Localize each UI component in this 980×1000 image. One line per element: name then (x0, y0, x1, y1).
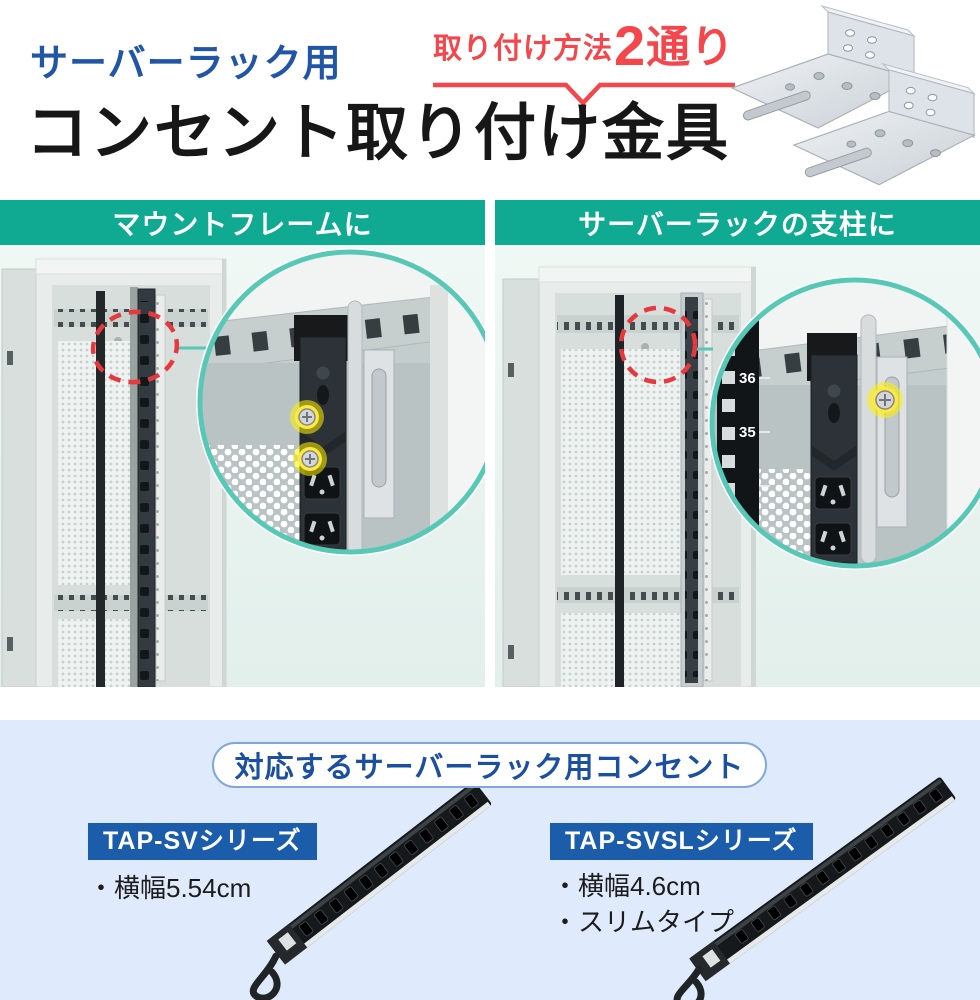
product-badge-tap-svsl: TAP-SVSLシリーズ (550, 823, 813, 860)
power-cable (673, 965, 705, 1000)
power-strip-tap-sv (266, 781, 492, 965)
page-title: コンセント取り付け金具 (26, 99, 731, 168)
compat-header-text: 対応するサーバーラック用コンセント (234, 752, 745, 784)
server-rack (1, 258, 227, 687)
compat-header-pill: 対応するサーバーラック用コンセント (212, 742, 767, 788)
panel-title-mount-frame: マウントフレームに (0, 200, 485, 245)
unit-label-35: 35 (739, 424, 756, 441)
power-strips-photo (250, 777, 956, 1000)
panel-mount-frame: マウントフレームに (0, 200, 485, 687)
product-feature: ・横幅4.6cm (552, 871, 701, 901)
highlight-dashed-circle (90, 309, 180, 385)
badge-underline-pointer-icon (433, 82, 735, 107)
bracket-closeup (363, 349, 395, 519)
mount-frame-photo (0, 245, 485, 687)
screw-highlight (867, 382, 903, 418)
server-rack (502, 266, 756, 687)
product-feature: ・横幅5.54cm (88, 873, 252, 903)
product-feature: ・スリムタイプ (552, 907, 735, 937)
series-label: サーバーラック用 (30, 43, 342, 85)
mounting-brackets-image (730, 5, 975, 186)
panel-rack-pillar: サーバーラックの支柱に (495, 200, 980, 687)
panel-title-rack-pillar: サーバーラックの支柱に (495, 200, 980, 245)
power-cable (250, 952, 281, 1000)
pdu-closeup (807, 333, 858, 564)
badge-suffix: 通り (646, 22, 735, 72)
rack-pillar-photo: 36 35 (495, 245, 980, 687)
highlight-dashed-circle (618, 305, 698, 385)
badge-prefix: 取り付け方法 (433, 32, 614, 65)
pdu-closeup (294, 315, 348, 552)
outlet-socket (814, 522, 852, 556)
screw-highlight (290, 400, 324, 434)
screw-highlight (293, 442, 327, 476)
power-strip-in-rack (680, 292, 704, 687)
power-strip-in-rack (137, 288, 156, 687)
unit-label-36: 36 (739, 370, 756, 387)
power-strip-tap-svsl (689, 777, 956, 982)
outlet-socket (814, 476, 852, 510)
compatible-products-section: 対応するサーバーラック用コンセント TAP-SVシリーズ ・横幅5.54cm T… (0, 720, 980, 1000)
outlet-socket (303, 512, 341, 546)
method-count-badge: 取り付け方法 2 通り (433, 14, 735, 77)
badge-number: 2 (614, 14, 646, 77)
product-badge-tap-sv: TAP-SVシリーズ (88, 823, 317, 860)
